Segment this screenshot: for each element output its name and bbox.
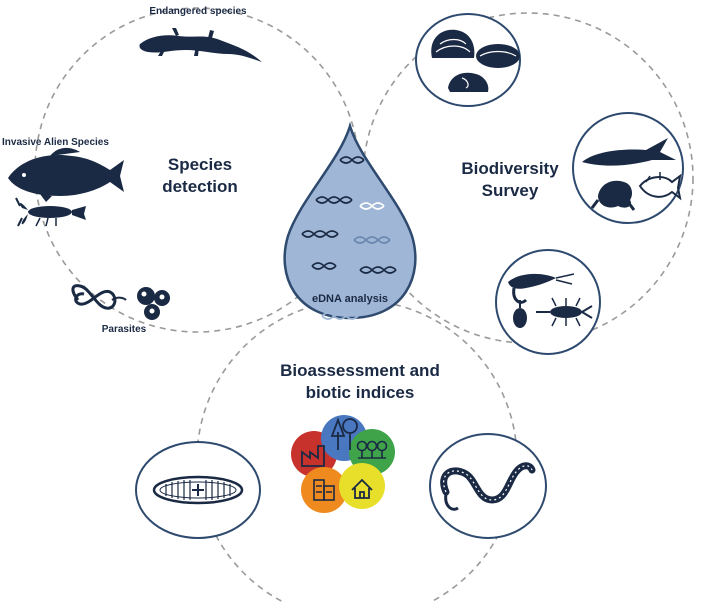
- biodiversity-survey-title-2: Survey: [482, 181, 539, 200]
- carp-silhouette-icon: [8, 147, 124, 202]
- parasites-label: Parasites: [102, 324, 147, 335]
- crayfish-silhouette-icon: [15, 197, 86, 227]
- biodiversity-survey-title-1: Biodiversity: [461, 159, 559, 178]
- mollusc-icon: [431, 29, 520, 92]
- worm-icon: [440, 462, 536, 511]
- species-detection-title-2: detection: [162, 177, 238, 196]
- dna-strands-icon: [301, 156, 397, 320]
- edna-analysis-label: eDNA analysis: [312, 293, 388, 305]
- newt-silhouette-icon: [139, 28, 262, 62]
- edna-water-drop: eDNA analysis: [283, 121, 417, 320]
- endangered-species-label: Endangered species: [149, 6, 247, 17]
- parasite-icon: [71, 284, 170, 320]
- worm-bubble: [429, 433, 547, 539]
- bioassessment-title-2: biotic indices: [306, 383, 415, 402]
- invertebrate-icon: [508, 273, 593, 328]
- biotic-indices-icon: [291, 415, 395, 513]
- invertebrate-bubble: [495, 249, 601, 355]
- invasive-species-label: Invasive Alien Species: [2, 137, 109, 148]
- bioassessment-title-1: Bioassessment and: [280, 361, 440, 380]
- diatom-icon: [152, 475, 244, 505]
- index-yellow-circle: [339, 463, 385, 509]
- species-detection-title-1: Species: [168, 155, 232, 174]
- fish-frog-icon: [582, 138, 682, 211]
